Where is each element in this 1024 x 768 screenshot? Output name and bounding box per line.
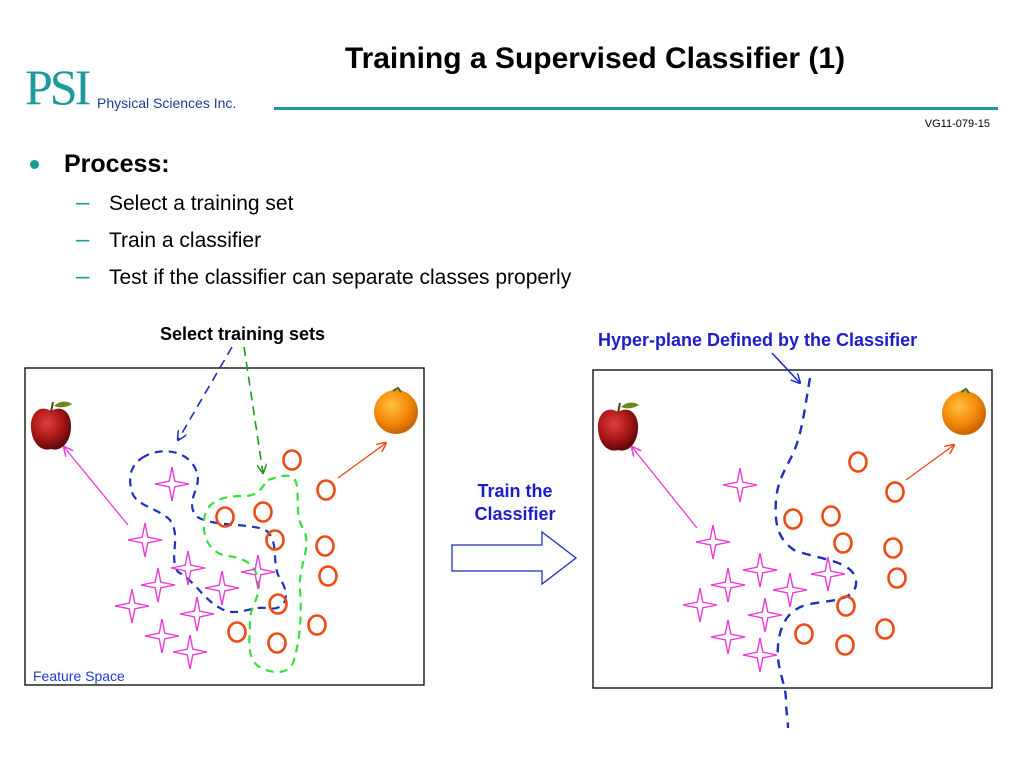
star-marker xyxy=(179,596,215,632)
apple-icon xyxy=(597,402,639,451)
circle-marker xyxy=(315,535,335,557)
circle-marker xyxy=(215,506,235,528)
bullet-heading: Process: xyxy=(64,150,170,178)
star-marker xyxy=(742,637,778,673)
callout-arrow-hyperplane xyxy=(771,352,800,383)
star-marker xyxy=(170,550,206,586)
select-training-sets-label: Select training sets xyxy=(160,324,326,344)
circle-marker xyxy=(887,567,907,589)
callout-arrow-blue xyxy=(178,346,233,440)
slide-title: Training a Supervised Classifier (1) xyxy=(344,42,846,75)
star-marker xyxy=(742,552,778,588)
apple-training-cluster xyxy=(129,450,287,614)
star-marker xyxy=(144,618,180,654)
star-marker xyxy=(682,587,718,623)
star-marker xyxy=(240,554,276,590)
circle-marker xyxy=(783,508,803,530)
hyperplane-boundary xyxy=(774,377,858,729)
right-block-arrow-icon xyxy=(451,530,578,586)
circle-marker xyxy=(821,505,841,527)
sub-bullet-text: Test if the classifier can separate clas… xyxy=(109,266,572,289)
apple-link-arrow xyxy=(632,447,698,529)
circle-marker xyxy=(835,634,855,656)
star-marker xyxy=(114,588,150,624)
circle-marker xyxy=(875,618,895,640)
circle-marker xyxy=(316,479,336,501)
star-marker xyxy=(695,524,731,560)
star-marker xyxy=(140,567,176,603)
circle-marker xyxy=(265,529,285,551)
star-marker xyxy=(772,572,808,608)
star-marker xyxy=(710,567,746,603)
circle-marker xyxy=(833,532,853,554)
header-rule xyxy=(274,107,998,110)
circle-marker xyxy=(267,632,287,654)
star-marker xyxy=(127,522,163,558)
dash-icon: – xyxy=(76,263,90,290)
circle-marker xyxy=(794,623,814,645)
circle-marker xyxy=(885,481,905,503)
slide-code: VG11-079-15 xyxy=(924,118,990,130)
circle-marker xyxy=(282,449,302,471)
logo-letters: PSI xyxy=(25,59,91,115)
orange-icon xyxy=(942,387,986,435)
apple-icon xyxy=(30,401,72,450)
circle-marker xyxy=(848,451,868,473)
sub-bullet-text: Train a classifier xyxy=(109,229,262,252)
star-marker xyxy=(172,634,208,670)
orange-icon xyxy=(374,386,418,434)
star-marker xyxy=(747,597,783,633)
train-label-line2: Classifier xyxy=(474,504,556,524)
star-marker xyxy=(154,466,190,502)
feature-space-caption: Feature Space xyxy=(33,668,125,684)
circle-marker xyxy=(318,565,338,587)
sub-bullet-text: Select a training set xyxy=(109,192,294,215)
company-logo: PSI Physical Sciences Inc. xyxy=(25,62,275,112)
circle-marker xyxy=(253,501,273,523)
star-marker xyxy=(204,570,240,606)
orange-training-cluster xyxy=(202,474,308,674)
circle-marker xyxy=(836,595,856,617)
bullet-dot-icon xyxy=(30,160,39,169)
star-marker xyxy=(710,619,746,655)
logo-company-name: Physical Sciences Inc. xyxy=(97,95,237,111)
star-marker xyxy=(810,556,846,592)
hyperplane-label: Hyper-plane Defined by the Classifier xyxy=(598,330,918,350)
star-marker xyxy=(722,467,758,503)
circle-marker xyxy=(268,593,288,615)
callout-arrow-green xyxy=(243,346,263,473)
train-label-line1: Train the xyxy=(477,481,553,501)
dash-icon: – xyxy=(76,189,90,216)
apple-link-arrow xyxy=(64,447,129,526)
orange-link-arrow xyxy=(337,443,386,479)
circle-marker xyxy=(307,614,327,636)
data-markers xyxy=(114,449,907,673)
circle-marker xyxy=(883,537,903,559)
orange-link-arrow xyxy=(905,445,954,481)
circle-marker xyxy=(227,621,247,643)
train-classifier-label: Train the Classifier xyxy=(450,480,580,526)
dash-icon: – xyxy=(76,226,90,253)
